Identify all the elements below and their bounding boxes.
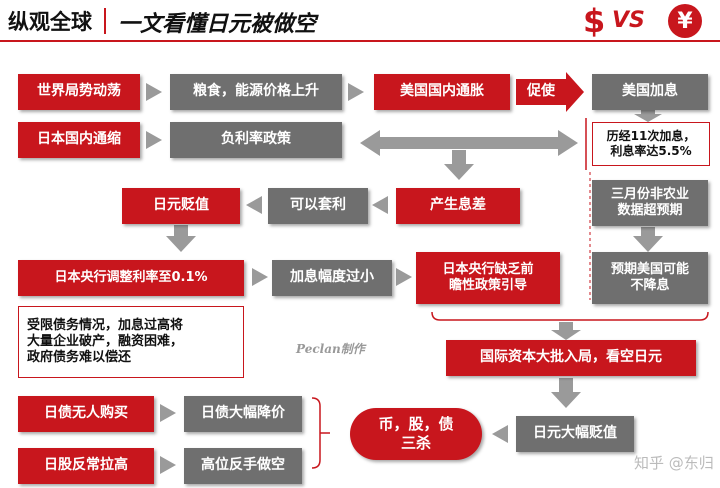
double-arrow <box>360 130 578 156</box>
arrow-right-5 <box>396 268 412 286</box>
yen-icon: ¥ <box>668 4 702 38</box>
bracket-top <box>431 311 709 321</box>
header-underline <box>0 40 720 42</box>
header-left-title: 纵观全球 <box>8 10 92 34</box>
node-interest-gap: 产生息差 <box>396 188 520 224</box>
node-us-rate-hike: 美国加息 <box>592 74 708 110</box>
node-negative-rate: 负利率政策 <box>170 122 342 158</box>
note-debt-constraint: 受限债务情况，加息过高将 大量企业破产，融资困难， 政府债务难以偿还 <box>18 306 244 378</box>
node-triple-kill: 币，股，债 三杀 <box>350 408 482 460</box>
arrow-right-1 <box>146 83 162 101</box>
page-title: 一文看懂日元被做空 <box>118 12 317 37</box>
dollar-icon: $ <box>583 2 606 40</box>
zhihu-watermark: 知乎 @东归 <box>634 454 714 472</box>
watermark-peclan: Peclan制作 <box>296 342 365 356</box>
node-intl-capital: 国际资本大批入局，看空日元 <box>446 340 696 376</box>
node-jp-deflation: 日本国内通缩 <box>18 122 140 158</box>
node-yen-sharp-dep: 日元大幅贬值 <box>516 416 634 452</box>
arrow-down-nonfarm <box>633 227 663 252</box>
arrow-down-hikes <box>634 110 662 122</box>
node-yen-depreciation: 日元贬值 <box>122 188 240 224</box>
node-arbitrage: 可以套利 <box>268 188 368 224</box>
node-nonfarm: 三月份非农业 数据超预期 <box>592 180 708 226</box>
vs-badge: VS <box>612 8 645 33</box>
arrow-right-3 <box>146 131 162 149</box>
node-world-turmoil: 世界局势动荡 <box>18 74 140 110</box>
arrow-right-7 <box>160 456 176 474</box>
node-us-inflation: 美国国内通胀 <box>374 74 510 110</box>
node-jgb-no-buyers: 日债无人购买 <box>18 396 154 432</box>
label-promote: 促使 <box>527 83 555 100</box>
arrow-right-4 <box>252 268 268 286</box>
arrow-right-6 <box>160 404 176 422</box>
arrow-down-interest <box>444 150 474 180</box>
arrow-down-sharpdep <box>551 378 581 408</box>
arrow-down-capital <box>551 322 581 340</box>
node-boj-adjust: 日本央行调整利率至0.1% <box>18 260 244 296</box>
arrow-right-2 <box>348 83 364 101</box>
arrow-left-3 <box>492 425 508 443</box>
node-food-energy: 粮食，能源价格上升 <box>170 74 342 110</box>
arrow-down-yen <box>166 225 196 252</box>
node-nikkei-surge: 日股反常拉高 <box>18 448 154 484</box>
node-high-short: 高位反手做空 <box>184 448 302 484</box>
header-divider <box>104 8 106 34</box>
bracket-right <box>311 397 321 469</box>
promote-arrow <box>516 72 584 112</box>
node-11-hikes: 历经11次加息， 利息率达5.5% <box>592 122 710 166</box>
node-jgb-plunge: 日债大幅降价 <box>184 396 302 432</box>
node-hike-too-small: 加息幅度过小 <box>272 260 392 296</box>
node-boj-lacks: 日本央行缺乏前 瞻性政策引导 <box>416 252 560 304</box>
arrow-left-2 <box>372 196 388 214</box>
arrow-left-1 <box>246 196 262 214</box>
node-no-rate-cut: 预期美国可能 不降息 <box>592 252 708 304</box>
